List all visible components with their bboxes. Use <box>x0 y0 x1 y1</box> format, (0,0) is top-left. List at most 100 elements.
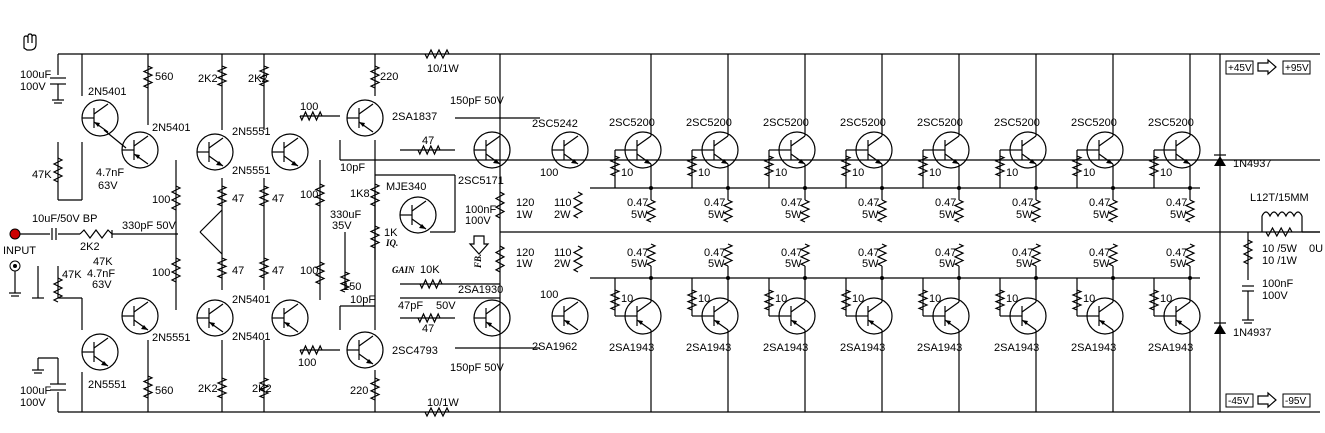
output-base-r-bot-4: 10 <box>852 293 864 305</box>
vas-transistor-top: 2SA1837 <box>392 111 437 123</box>
front-top-transistor-2-symbol <box>121 131 159 169</box>
output-terminal-label: 0U <box>1309 243 1323 255</box>
coil-resistor-label: 10 /5W <box>1262 243 1297 255</box>
output-emitter-r-top-5: 0.47 <box>935 197 956 209</box>
diff-top-transistor-b-symbol <box>271 133 309 171</box>
resistor-symbols <box>52 48 1293 418</box>
vas-cap330-label: 330uF <box>330 209 361 221</box>
output-base-resistor-bot-2 <box>686 289 698 311</box>
output-emitter-r-bot-6: 0.47 <box>1012 247 1033 259</box>
input-label: INPUT <box>3 245 36 257</box>
output-npn-label-3: 2SC5200 <box>763 117 809 129</box>
vas-r220-top <box>369 65 381 89</box>
diff-r2k2-b <box>258 65 270 87</box>
output-base-r-bot-7: 10 <box>1083 293 1095 305</box>
output-emitter-w-top-7: 5W <box>1093 209 1110 221</box>
output-emitter-resistor-bot-6 <box>1030 243 1042 267</box>
output-base-resistor-top-5 <box>917 155 929 177</box>
vas-r150 <box>339 271 351 293</box>
svg-text:-95V: -95V <box>1285 396 1306 407</box>
gain-cap-label: 47pF <box>398 300 423 312</box>
diff-r100-side <box>314 183 326 207</box>
input-section <box>9 228 178 297</box>
vas-cap330-voltage: 35V <box>332 220 352 232</box>
diff-r2k2-a <box>216 65 228 87</box>
output-pnp-label-6: 2SA1943 <box>994 342 1039 354</box>
front-top-r100-label: 100 <box>152 194 170 206</box>
output-emitter-resistor-top-3 <box>799 199 811 223</box>
diff-r2k2-a: 2K2 <box>198 73 218 85</box>
diff-r100-bot: 100 <box>298 357 316 369</box>
feedback-arrow-icon <box>468 235 490 255</box>
diff-r2k2-c <box>216 377 228 399</box>
driver-r110-bot-w: 2W <box>554 258 571 270</box>
driver-r120-top: 120 <box>516 197 534 209</box>
bias-iq-label: IQ. <box>385 238 398 248</box>
vas-r150-label: 150 <box>343 281 361 293</box>
output-pnp-symbol-2 <box>701 297 739 335</box>
output-pnp-symbol-6 <box>1009 297 1047 335</box>
driver-r120-bot: 120 <box>516 247 534 259</box>
diff-wiring <box>199 54 340 412</box>
output-npn-symbol-7 <box>1086 131 1124 169</box>
output-stage-wiring <box>1214 54 1320 412</box>
input-cap-label: 10uF/50V BP <box>32 213 97 225</box>
diode-top-label: 1N4937 <box>1233 158 1272 170</box>
front-bottom-transistor-1-symbol <box>81 333 119 371</box>
front-top-r47k-label: 47K <box>32 169 52 181</box>
output-emitter-w-bot-8: 5W <box>1170 258 1187 270</box>
rail-resistor-top-label: 10/1W <box>427 63 459 75</box>
input-bias-cap-voltage: 63V <box>92 279 112 291</box>
rail-label-bottom: -45V -95V <box>1225 391 1311 409</box>
output-pnp-label-3: 2SA1943 <box>763 342 808 354</box>
output-emitter-resistor-bot-8 <box>1184 243 1196 267</box>
feedback-label: FB. <box>473 254 483 269</box>
predriver-r47-bot: 47 <box>422 323 434 335</box>
output-emitter-resistor-bot-5 <box>953 243 965 267</box>
output-pnp-label-2: 2SA1943 <box>686 342 731 354</box>
svg-text:+45V: +45V <box>1228 63 1252 74</box>
predriver-r47-bot-h <box>417 312 441 324</box>
output-npn-symbol-5 <box>932 131 970 169</box>
output-emitter-resistor-top-7 <box>1107 199 1119 223</box>
front-top-cap-label: 100uF <box>20 69 51 81</box>
front-bottom-transistor-2-symbol <box>121 297 159 335</box>
bias-cap-label: 100nF <box>465 204 496 216</box>
output-pnp-label-5: 2SA1943 <box>917 342 962 354</box>
output-base-r-top-8: 10 <box>1160 167 1172 179</box>
diff-top-transistor-a-symbol <box>196 133 234 171</box>
output-emitter-resistor-bot-4 <box>876 243 888 267</box>
front-top-r100 <box>170 185 182 211</box>
output-base-r-top-6: 10 <box>1006 167 1018 179</box>
front-top-transistor-2: 2N5401 <box>152 122 191 134</box>
output-base-resistor-top-3 <box>763 155 775 177</box>
output-pnp-label-7: 2SA1943 <box>1071 342 1116 354</box>
output-emitter-w-top-3: 5W <box>785 209 802 221</box>
driver-top-symbol <box>551 131 589 169</box>
output-emitter-r-bot-2: 0.47 <box>704 247 725 259</box>
driver-r120-bot-w: 1W <box>516 258 533 270</box>
vas-wiring <box>339 54 376 412</box>
front-bottom-transistor-1: 2N5551 <box>88 379 127 391</box>
output-emitter-resistor-top-5 <box>953 199 965 223</box>
output-emitter-resistor-top-8 <box>1184 199 1196 223</box>
output-emitter-w-bot-6: 5W <box>1016 258 1033 270</box>
output-base-r-bot-1: 10 <box>621 293 633 305</box>
front-top-cap2-label: 4.7nF <box>96 167 124 179</box>
bias-r1k <box>369 225 381 249</box>
front-bottom-cap-voltage: 100V <box>20 397 46 409</box>
front-top-r560-label: 560 <box>155 71 173 83</box>
gain-resistor <box>419 278 443 290</box>
output-pnp-label-4: 2SA1943 <box>840 342 885 354</box>
output-npn-label-7: 2SC5200 <box>1071 117 1117 129</box>
predriver-r47-top-h <box>417 144 441 156</box>
front-top-cap-voltage: 100V <box>20 81 46 93</box>
diff-r47-bot-a: 47 <box>232 265 244 277</box>
output-pnp-symbol-8 <box>1163 297 1201 335</box>
output-base-resistor-bot-6 <box>994 289 1006 311</box>
bias-wiring <box>374 174 456 260</box>
zobel-resistor-label: 10 /1W <box>1262 255 1297 267</box>
driver-r120-top-w: 1W <box>516 209 533 221</box>
output-base-resistor-top-4 <box>840 155 852 177</box>
output-emitter-r-bot-8: 0.47 <box>1166 247 1187 259</box>
